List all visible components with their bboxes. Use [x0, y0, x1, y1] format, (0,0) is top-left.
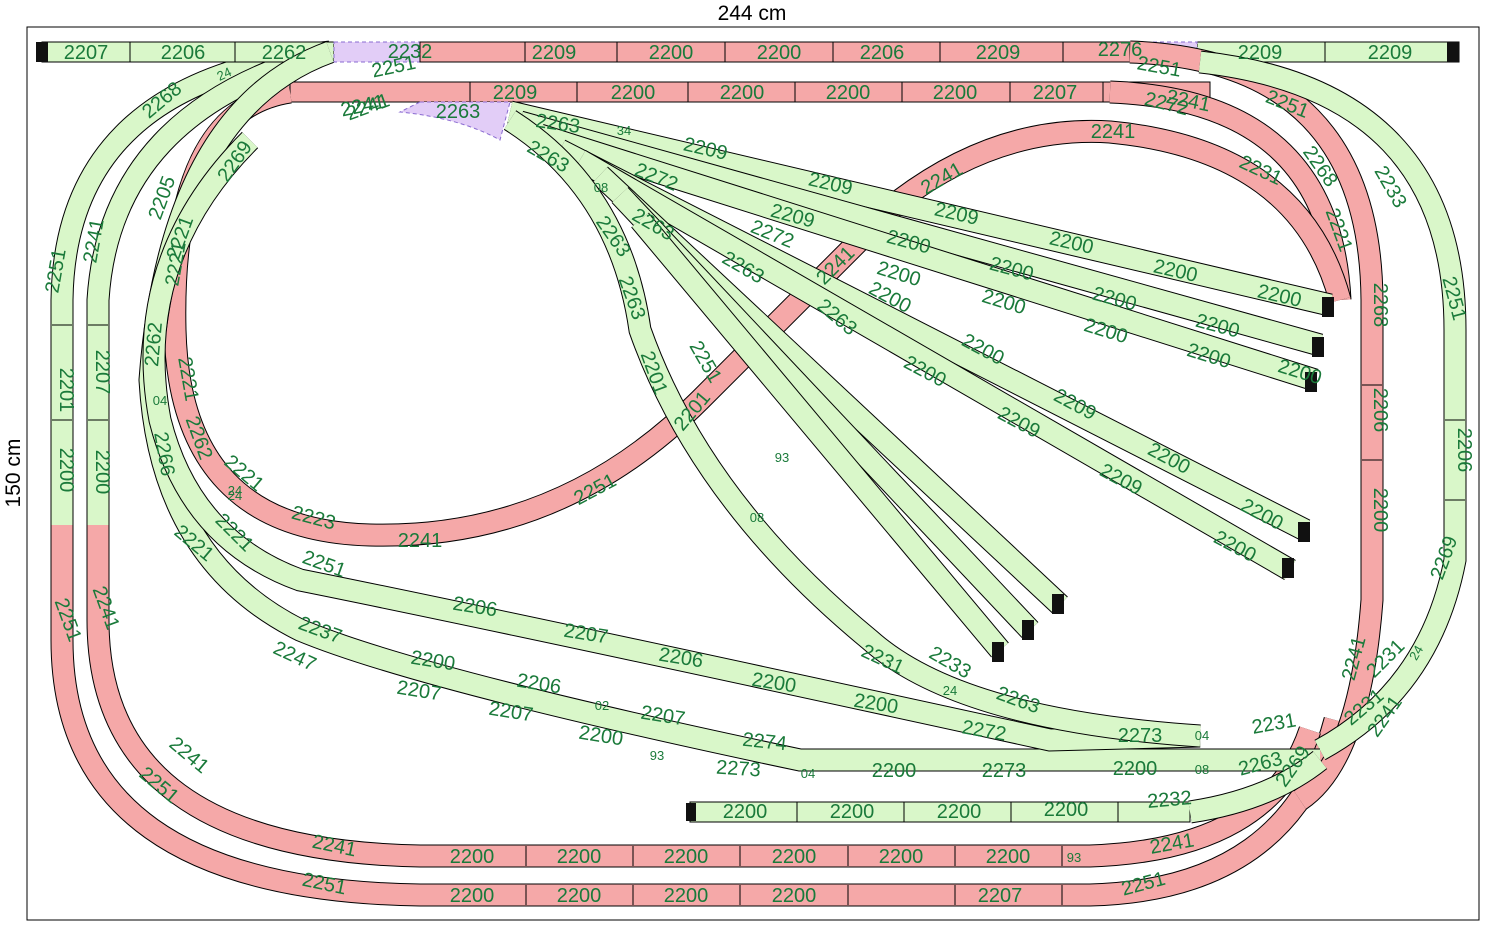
track-label: 2276 — [1098, 39, 1143, 61]
track-label: 2200 — [933, 82, 978, 104]
buffer-stop-icon — [1312, 337, 1324, 357]
buffer-stop-icon — [1298, 522, 1310, 542]
crossing-turnout — [398, 101, 511, 141]
track-label: 2200 — [450, 846, 495, 868]
track-label: 2209 — [1368, 42, 1413, 64]
track-label: 2268 — [1369, 283, 1391, 328]
track-label: 2209 — [532, 42, 577, 64]
outer-red-loop — [50, 525, 1347, 907]
track-label: 2241 — [398, 530, 443, 552]
piece-label: 93 — [775, 450, 789, 465]
piece-label: 34 — [617, 123, 631, 138]
track-label: 2200 — [664, 885, 709, 907]
track-label: 2206 — [1369, 388, 1391, 433]
track-label: 2206 — [161, 42, 206, 64]
track-label: 2200 — [1369, 488, 1391, 533]
yard-sidings — [503, 100, 1333, 748]
track-label: 2241 — [1091, 121, 1136, 143]
top-row-tracks — [41, 41, 1460, 103]
track-label: 2200 — [986, 846, 1031, 868]
figure-eight-red-loop — [163, 80, 1352, 547]
piece-label: 93 — [650, 748, 664, 763]
track-label: 2200 — [772, 846, 817, 868]
track-label: 2209 — [976, 42, 1021, 64]
track-label: 2200 — [937, 801, 982, 823]
buffer-stop-icon — [1305, 372, 1317, 392]
track-label: 2273 — [715, 756, 761, 781]
buffer-stop-icon — [1447, 42, 1459, 62]
track-label: 2201 — [55, 368, 77, 413]
track-label: 2200 — [720, 82, 765, 104]
buffer-stop-icon — [1052, 594, 1064, 614]
track-label: 2263 — [436, 101, 481, 123]
right-green-outer — [1198, 50, 1467, 761]
track-label: 2273 — [1118, 725, 1163, 747]
track-label: 2200 — [826, 82, 871, 104]
track-label: 2200 — [649, 42, 694, 64]
track-label: 2262 — [141, 321, 167, 367]
track-label: 2262 — [262, 42, 307, 64]
piece-label: 24 — [1406, 643, 1426, 663]
track-label: 2274 — [741, 729, 788, 756]
track-label: 2200 — [1044, 799, 1089, 821]
track-label: 2207 — [91, 350, 113, 395]
track-label: 2200 — [664, 846, 709, 868]
piece-label: 02 — [595, 698, 609, 713]
buffer-stop-icon — [992, 642, 1004, 662]
piece-label: 04 — [153, 393, 167, 408]
track-label: 2273 — [982, 760, 1027, 782]
track-label: 2200 — [757, 42, 802, 64]
track-label: 2200 — [723, 801, 768, 823]
piece-label: 08 — [1195, 762, 1209, 777]
small-piece-labels: 24 34 08 24 04 93 08 24 02 93 04 04 08 2… — [153, 64, 1426, 865]
track-label: 2206 — [1453, 428, 1475, 473]
track-label: 2232 — [1146, 787, 1192, 813]
track-label: 2200 — [830, 801, 875, 823]
track-label: 2209 — [1238, 42, 1283, 64]
piece-label: 24 — [228, 488, 242, 503]
buffer-stops — [36, 42, 1459, 662]
segment-joints — [52, 42, 1465, 905]
piece-label: 93 — [1067, 850, 1081, 865]
piece-label: 24 — [943, 683, 957, 698]
track-label: 2200 — [557, 846, 602, 868]
track-label: 2200 — [879, 846, 924, 868]
buffer-stop-icon — [1322, 297, 1334, 317]
track-label: 2200 — [55, 448, 77, 493]
piece-label: 08 — [750, 510, 764, 525]
track-label: 2232 — [388, 41, 433, 63]
track-label: 2206 — [860, 42, 905, 64]
track-label: 2200 — [872, 760, 917, 782]
piece-label: 24 — [214, 64, 233, 84]
track-label: 2200 — [611, 82, 656, 104]
piece-label: 04 — [801, 766, 815, 781]
piece-label: 04 — [1195, 728, 1209, 743]
track-label: 2200 — [772, 885, 817, 907]
buffer-stop-icon — [36, 42, 48, 62]
left-inner-green — [138, 41, 1320, 772]
track-label: 2207 — [64, 42, 109, 64]
piece-label: 08 — [594, 180, 608, 195]
track-label: 2200 — [557, 885, 602, 907]
buffer-stop-icon — [1282, 558, 1294, 578]
buffer-stop-icon — [686, 803, 696, 821]
buffer-stop-icon — [1022, 620, 1034, 640]
track-label: 2207 — [978, 885, 1023, 907]
track-label: 2200 — [91, 450, 113, 495]
track-label: 2200 — [1113, 758, 1158, 780]
bottom-siding — [686, 750, 1328, 824]
width-dimension: 244 cm — [718, 2, 787, 25]
track-label: 2200 — [450, 885, 495, 907]
track-label: 2207 — [1033, 82, 1078, 104]
track-label: 2209 — [493, 82, 538, 104]
height-dimension: 150 cm — [2, 439, 25, 508]
piece-label: 24 — [228, 483, 242, 498]
